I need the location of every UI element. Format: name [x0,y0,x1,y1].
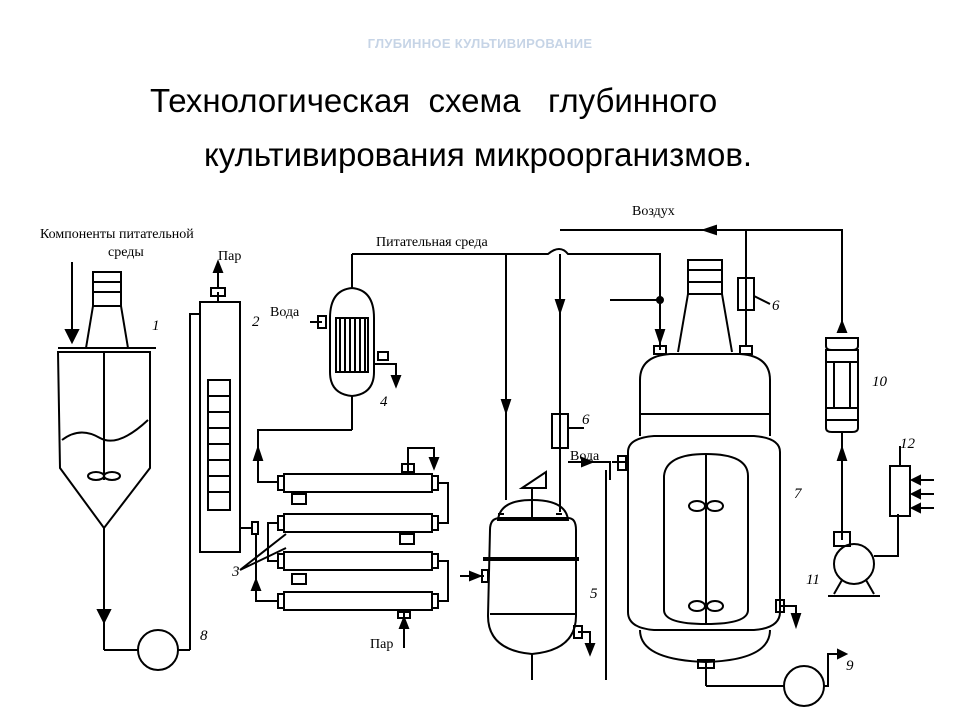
slide-header: ГЛУБИННОЕ КУЛЬТИВИРОВАНИЕ [367,36,593,51]
heat-exchanger-block-3 [239,447,449,648]
label-air: Воздух [632,204,675,219]
number-3: 3 [231,564,240,580]
number-5: 5 [590,586,598,602]
title-line-2: культивирования микроорганизмов. [204,136,753,173]
medium-line [352,248,661,300]
label-components-2: среды [108,245,144,260]
title-line-1: Технологическая схема глубинного [150,82,718,119]
number-6a: 6 [582,412,590,428]
number-2: 2 [252,314,260,330]
label-water-left: Вода [270,305,300,320]
seed-tank-5 [460,254,596,680]
fermenter-7 [568,259,802,687]
number-4: 4 [380,394,388,410]
number-11: 11 [806,572,820,588]
mixing-tank-1 [56,262,156,650]
heat-exchanger-4 [310,254,402,430]
air-line [560,224,843,346]
label-components: Компоненты питательной [40,227,194,242]
number-9: 9 [846,658,854,674]
label-medium: Питательная среда [376,235,488,250]
number-12: 12 [900,436,916,452]
number-10: 10 [872,374,888,390]
number-6b: 6 [772,298,780,314]
air-filter-12 [889,446,934,517]
number-7: 7 [794,486,803,502]
sterilizing-column-2 [199,259,259,553]
label-steam-top: Пар [218,249,241,264]
pump-8 [104,313,200,671]
number-1: 1 [152,318,160,334]
air-heater-10 [825,319,859,540]
compressor-11 [828,514,899,597]
label-water-right: Вода [570,449,600,464]
pump-9 [783,648,849,707]
number-8: 8 [200,628,208,644]
label-steam-bottom: Пар [370,637,393,652]
